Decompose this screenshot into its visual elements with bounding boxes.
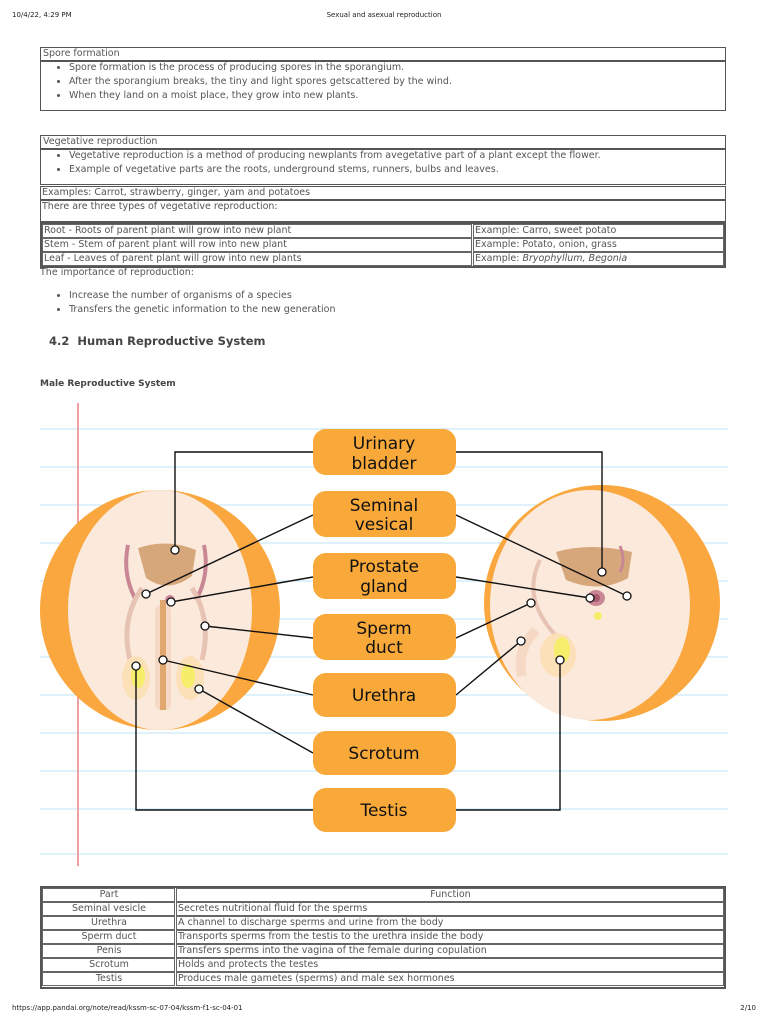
spore-bullet: When they land on a moist place, they gr… — [69, 89, 452, 103]
table-row-part: Urethra — [42, 916, 175, 930]
section-title: Human Reproductive System — [77, 334, 266, 348]
print-datetime: 10/4/22, 4:29 PM — [12, 11, 72, 19]
label-text: bladder — [352, 454, 417, 474]
vegetative-types-intro: There are three types of vegetative repr… — [42, 201, 278, 212]
table-row-function: Produces male gametes (sperms) and male … — [176, 972, 724, 986]
type-example-leaf-prefix: Example: — [475, 253, 523, 264]
spore-title-box: Spore formation — [40, 47, 726, 61]
table-row-function: Transfers sperms into the vagina of the … — [176, 944, 724, 958]
side-view-figure — [484, 485, 720, 721]
label-text: Seminal — [350, 496, 418, 516]
label-text: Urinary — [353, 434, 415, 454]
label-prostate-gland: Prostate gland — [313, 553, 456, 599]
label-urethra: Urethra — [313, 673, 456, 717]
importance-title: The importance of reproduction: — [40, 267, 194, 278]
vegetative-examples: Examples: Carrot, strawberry, ginger, ya… — [42, 187, 311, 198]
type-example-stem: Example: Potato, onion, grass — [473, 238, 724, 252]
vegetative-bullets-box — [40, 149, 726, 185]
table-row-function: A channel to discharge sperms and urine … — [176, 916, 724, 930]
type-example-leaf: Example: Bryophyllum, Begonia — [473, 252, 724, 266]
section-number: 4.2 — [49, 334, 70, 348]
spore-bullet: Spore formation is the process of produc… — [69, 61, 452, 75]
vegetative-title-box: Vegetative reproduction — [40, 135, 726, 149]
table-row-part: Sperm duct — [42, 930, 175, 944]
front-view-figure — [40, 490, 280, 730]
label-scrotum: Scrotum — [313, 731, 456, 775]
parts-table — [40, 886, 726, 989]
label-text: gland — [360, 577, 408, 597]
print-url[interactable]: https://app.pandai.org/note/read/kssm-sc… — [12, 1004, 243, 1012]
spore-bullets-box — [40, 61, 726, 111]
table-row-part: Penis — [42, 944, 175, 958]
types-intro-box: There are three types of vegetative repr… — [40, 200, 726, 222]
label-text: Urethra — [352, 686, 416, 706]
importance-bullet-list: Increase the number of organisms of a sp… — [53, 289, 335, 317]
label-text: Sperm — [356, 619, 411, 639]
examples-box: Examples: Carrot, strawberry, ginger, ya… — [40, 186, 726, 200]
parts-header-part: Part — [42, 888, 175, 902]
print-title: Sexual and asexual reproduction — [326, 11, 442, 19]
table-row-part: Seminal vesicle — [42, 902, 175, 916]
page-number: 2/10 — [740, 1004, 756, 1012]
type-cell-leaf: Leaf - Leaves of parent plant will grow … — [42, 252, 472, 266]
spore-bullet-list: Spore formation is the process of produc… — [53, 61, 452, 103]
table-row-function: Holds and protects the testes — [176, 958, 724, 972]
vegetative-title: Vegetative reproduction — [43, 136, 158, 147]
parts-header-function: Function — [176, 888, 724, 902]
vegetative-bullet: Example of vegetative parts are the root… — [69, 163, 601, 177]
label-text: Scrotum — [348, 744, 419, 764]
importance-bullet: Transfers the genetic information to the… — [69, 303, 335, 317]
types-table — [40, 222, 726, 268]
type-cell-root: Root - Roots of parent plant will grow i… — [42, 224, 472, 238]
label-testis: Testis — [313, 788, 456, 832]
label-urinary-bladder: Urinary bladder — [313, 429, 456, 475]
table-row-function: Transports sperms from the testis to the… — [176, 930, 724, 944]
label-text: vesical — [355, 515, 414, 535]
type-cell-stem: Stem - Stem of parent plant will row int… — [42, 238, 472, 252]
type-example-root: Example: Carro, sweet potato — [473, 224, 724, 238]
spore-title: Spore formation — [43, 48, 120, 59]
table-row-part: Scrotum — [42, 958, 175, 972]
label-text: duct — [365, 638, 403, 658]
label-sperm-duct: Sperm duct — [313, 614, 456, 660]
male-system-heading: Male Reproductive System — [40, 379, 176, 389]
importance-bullet: Increase the number of organisms of a sp… — [69, 289, 335, 303]
connector-endpoints — [131, 545, 632, 694]
section-heading: 4.2 Human Reproductive System — [49, 334, 265, 348]
type-example-leaf-species: Bryophyllum, Begonia — [522, 253, 628, 264]
table-row-function: Secretes nutritional fluid for the sperm… — [176, 902, 724, 916]
vegetative-bullet-list: Vegetative reproduction is a method of p… — [53, 149, 601, 177]
label-text: Testis — [359, 801, 407, 821]
spore-bullet: After the sporangium breaks, the tiny an… — [69, 75, 452, 89]
vegetative-bullet: Vegetative reproduction is a method of p… — [69, 149, 601, 163]
table-row-part: Testis — [42, 972, 175, 986]
label-text: Prostate — [349, 557, 419, 577]
connector-lines — [135, 451, 628, 811]
label-seminal-vesical: Seminal vesical — [313, 491, 456, 537]
